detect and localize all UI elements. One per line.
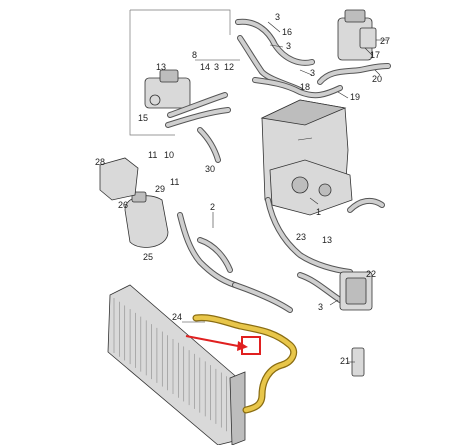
label-10: 10 (164, 150, 174, 160)
label-29: 29 (155, 184, 165, 194)
label-3d: 3 (214, 62, 219, 72)
label-3a: 3 (286, 41, 291, 51)
red-callout (185, 335, 261, 355)
radiator-24 (107, 284, 246, 445)
label-17: 17 (370, 50, 380, 60)
part-labels: 16 3 3 3 18 19 27 17 20 8 13 14 3 12 15 … (95, 12, 390, 366)
pipe-cluster (165, 92, 231, 163)
label-21: 21 (340, 356, 350, 366)
label-11a: 11 (148, 150, 157, 160)
label-11b: 11 (170, 177, 179, 187)
label-18: 18 (300, 82, 310, 92)
label-3c: 3 (310, 68, 315, 78)
heater-component-22 (339, 271, 373, 311)
label-16: 16 (282, 27, 292, 37)
valve-block-13 (144, 69, 191, 109)
label-28: 28 (95, 157, 105, 167)
label-19: 19 (350, 92, 360, 102)
highlighted-coolant-hose[interactable] (192, 314, 298, 414)
label-26: 26 (118, 200, 128, 210)
leader-lines (182, 21, 381, 363)
label-14: 14 (200, 62, 210, 72)
power-electronics-unit (260, 99, 353, 216)
assembly-frame (129, 9, 240, 136)
label-12: 12 (224, 62, 234, 72)
label-3e: 3 (318, 302, 323, 312)
label-8: 8 (192, 50, 197, 60)
label-20: 20 (372, 74, 382, 84)
label-15: 15 (138, 113, 148, 123)
label-25: 25 (143, 252, 153, 262)
label-13b: 13 (322, 235, 332, 245)
label-2: 2 (210, 202, 215, 212)
label-24: 24 (172, 312, 182, 322)
label-13: 13 (156, 62, 166, 72)
lower-coolant-hoses (177, 197, 385, 313)
label-30: 30 (205, 164, 215, 174)
control-module-28 (99, 157, 139, 201)
label-22: 22 (366, 269, 376, 279)
label-23: 23 (296, 232, 306, 242)
upper-coolant-hoses (235, 18, 391, 99)
label-27: 27 (380, 36, 390, 46)
pump-assembly-27 (337, 9, 388, 61)
label-3b: 3 (275, 12, 280, 22)
label-1: 1 (316, 207, 321, 217)
expansion-tank-26 (124, 191, 169, 248)
